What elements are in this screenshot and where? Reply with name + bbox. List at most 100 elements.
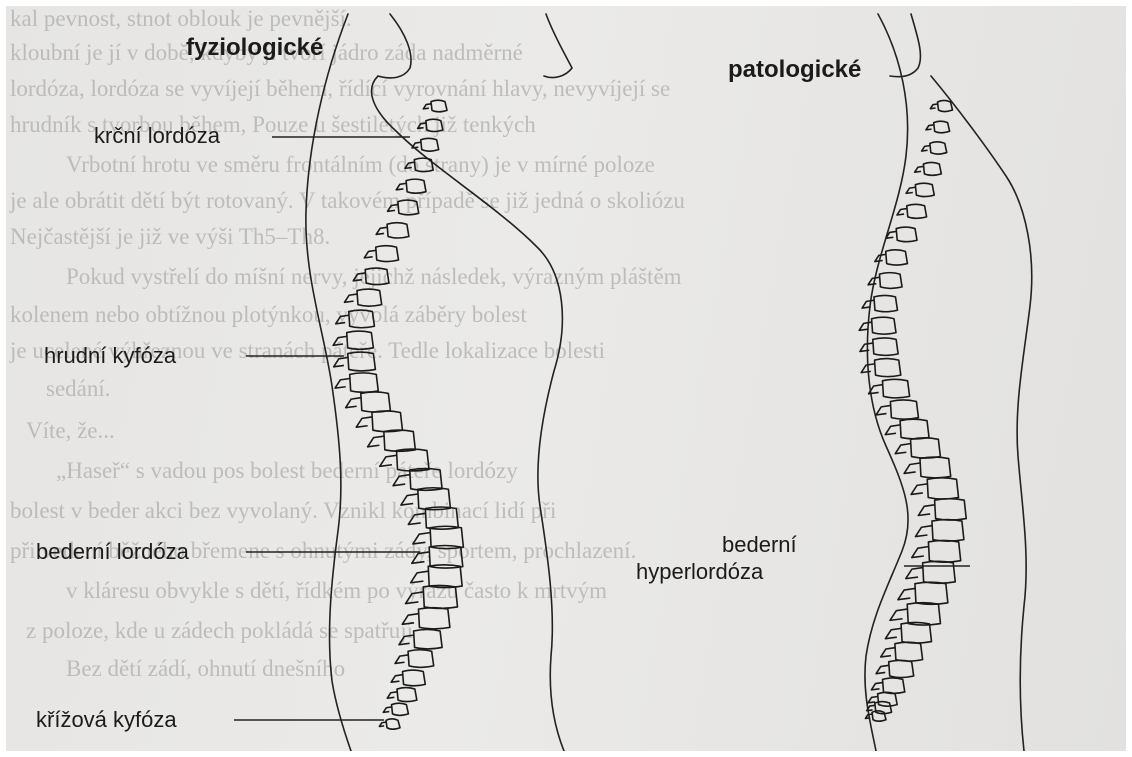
vertebra-process	[405, 162, 414, 168]
vertebra-process	[335, 378, 350, 388]
left-jaw	[544, 14, 572, 78]
vertebra-body	[923, 561, 956, 583]
label-hyperlordosis-line2: hyperlordóza	[636, 560, 763, 584]
vertebra-body	[398, 200, 419, 215]
vertebra-body	[930, 142, 947, 154]
vertebra-process	[871, 683, 882, 690]
vertebra-body	[361, 392, 391, 412]
vertebra-process	[356, 417, 372, 427]
vertebra-process	[402, 614, 418, 625]
vertebra-body	[365, 268, 389, 284]
vertebra-process	[376, 227, 387, 234]
vertebra-process	[860, 343, 873, 351]
vertebra-process	[890, 609, 907, 620]
vertebra-body	[347, 331, 374, 349]
vertebra-process	[911, 484, 927, 495]
vertebra-body	[414, 630, 443, 649]
vertebra-body	[403, 670, 426, 686]
label-thoracic-kyphosis: hrudní kyfóza	[44, 344, 176, 368]
vertebra-body	[915, 582, 948, 604]
vertebra-process	[388, 205, 398, 212]
vertebra-process	[859, 322, 871, 330]
title-pathological: patologické	[728, 58, 861, 82]
vertebra-body	[423, 585, 457, 608]
vertebra-process	[379, 722, 386, 726]
vertebra-process	[411, 571, 429, 583]
vertebra-body	[883, 678, 905, 694]
vertebra-process	[897, 209, 907, 215]
vertebra-process	[353, 273, 365, 281]
vertebra-body	[397, 688, 417, 702]
vertebra-process	[334, 358, 348, 367]
vertebra-body	[879, 273, 902, 289]
vertebra-body	[872, 711, 886, 721]
vertebra-process	[408, 513, 425, 524]
vertebra-process	[336, 315, 349, 324]
vertebra-process	[895, 444, 910, 454]
vertebra-process	[333, 336, 347, 345]
vertebra-body	[890, 400, 918, 419]
vertebra-body	[349, 310, 375, 328]
vertebra-process	[876, 406, 890, 415]
vertebra-process	[383, 707, 391, 712]
vertebra-process	[912, 547, 929, 558]
right-front-contour	[931, 76, 1032, 751]
vertebra-body	[882, 379, 909, 398]
left-spine	[333, 100, 463, 729]
vertebra-body	[418, 608, 449, 629]
vertebra-body	[932, 520, 964, 542]
vertebra-process	[885, 425, 900, 435]
vertebra-process	[406, 592, 424, 604]
vertebra-body	[421, 138, 439, 151]
vertebra-process	[368, 436, 384, 447]
vertebra-body	[372, 411, 403, 432]
vertebra-body	[938, 100, 953, 111]
vertebra-process	[918, 505, 934, 516]
vertebra-process	[876, 665, 889, 673]
vertebra-body	[923, 162, 941, 175]
vertebra-process	[412, 142, 421, 148]
vertebra-body	[889, 660, 914, 677]
vertebra-process	[418, 123, 426, 128]
vertebra-body	[426, 119, 443, 131]
vertebra-process	[862, 300, 874, 308]
vertebra-body	[875, 359, 901, 377]
vertebra-body	[414, 158, 433, 171]
vertebra-body	[431, 100, 447, 112]
label-hyperlordosis-line1: bederní	[722, 533, 797, 557]
vertebra-body	[928, 540, 960, 562]
vertebra-body	[927, 478, 958, 499]
vertebra-process	[391, 675, 402, 682]
vertebra-process	[906, 568, 923, 579]
vertebra-body	[392, 703, 409, 715]
title-physiological: fyziologické	[186, 36, 323, 60]
vertebra-process	[399, 635, 414, 645]
vertebra-body	[386, 719, 400, 729]
vertebra-process	[922, 146, 930, 151]
vertebra-body	[896, 227, 917, 242]
vertebra-body	[900, 419, 929, 439]
vertebra-body	[935, 499, 967, 520]
vertebra-process	[401, 494, 418, 505]
vertebra-body	[878, 692, 897, 706]
vertebra-process	[364, 250, 375, 258]
vertebra-process	[926, 125, 934, 130]
left-back-contour	[306, 14, 351, 751]
vertebra-body	[872, 317, 896, 334]
vertebra-process	[915, 526, 931, 537]
vertebra-body	[357, 289, 382, 306]
vertebra-body	[920, 457, 951, 478]
vertebra-process	[346, 398, 361, 408]
vertebra-body	[915, 183, 934, 196]
vertebra-body	[406, 179, 426, 193]
vertebra-body	[350, 373, 379, 392]
vertebra-body	[911, 438, 941, 458]
vertebra-process	[423, 104, 431, 109]
vertebra-body	[410, 468, 442, 490]
vertebra-process	[344, 294, 356, 302]
vertebra-body	[934, 121, 950, 133]
vertebra-body	[907, 204, 927, 218]
spine-illustration	[6, 6, 1126, 751]
vertebra-process	[881, 648, 895, 657]
